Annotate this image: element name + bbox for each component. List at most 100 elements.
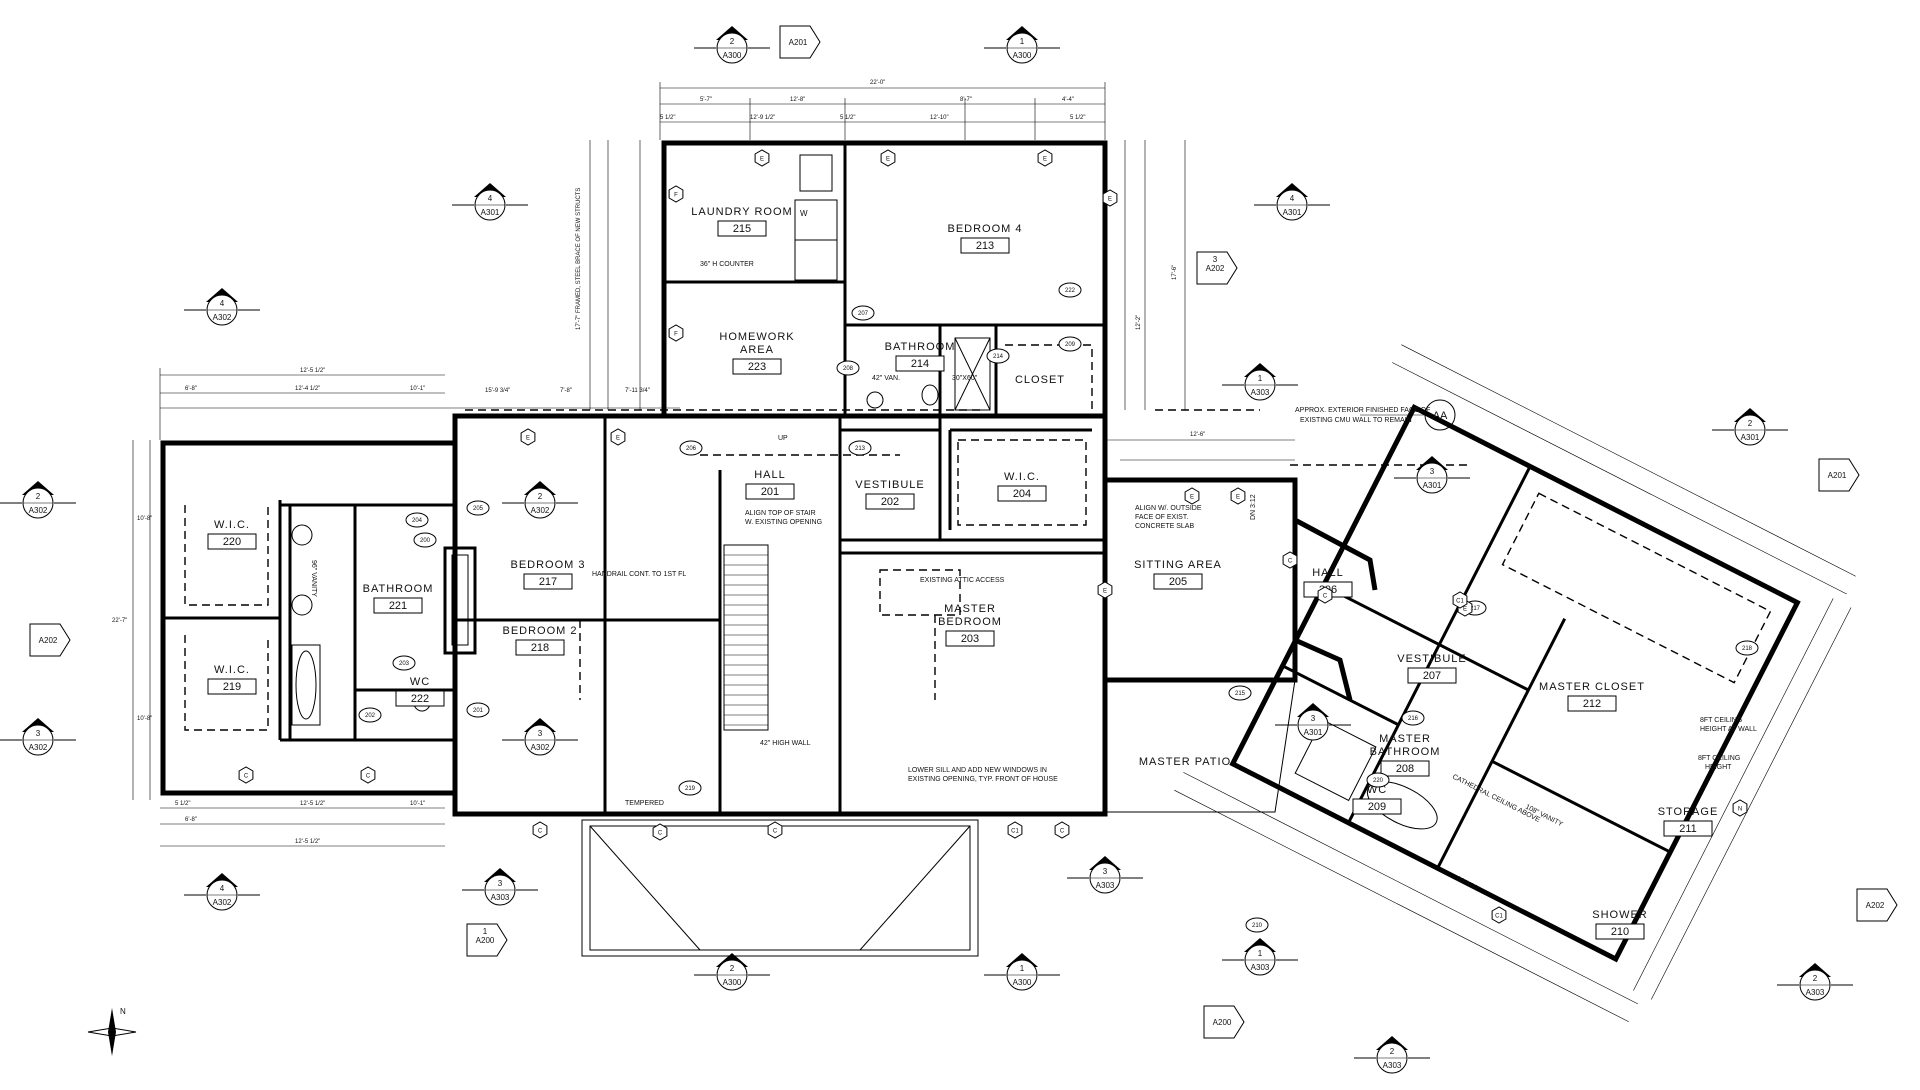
room-number: 211 xyxy=(1679,823,1697,835)
section-tag-sheet: A301 xyxy=(481,208,500,217)
dim-left-overall: 22'-7" xyxy=(112,618,127,624)
svg-text:12'-5 1/2": 12'-5 1/2" xyxy=(300,801,325,807)
elevation-mark-letter: E xyxy=(1236,495,1240,501)
elevation-mark-letter: C xyxy=(1323,594,1328,600)
room-number: 209 xyxy=(1368,801,1386,813)
svg-text:12'-10": 12'-10" xyxy=(930,115,949,121)
elevation-mark-letter: E xyxy=(1103,589,1107,595)
elevation-mark: C1 xyxy=(1452,591,1468,609)
door-tag-number: 216 xyxy=(1408,716,1419,722)
section-tag-number: 2 xyxy=(1748,419,1753,428)
door-tag: 216 xyxy=(1401,710,1425,726)
svg-text:6'-8": 6'-8" xyxy=(185,817,197,823)
section-tag-sheet: A301 xyxy=(1283,208,1302,217)
svg-text:12'-9 1/2": 12'-9 1/2" xyxy=(750,115,775,121)
section-tag-number: 3 xyxy=(36,729,41,738)
section-tag-sheet: A301 xyxy=(1304,728,1323,737)
note-ceiling2: 8FT CEILING xyxy=(1698,755,1740,762)
room-number: 210 xyxy=(1611,926,1629,938)
elevation-mark-letter: F xyxy=(674,193,678,199)
svg-text:8'-7": 8'-7" xyxy=(960,97,972,103)
door-tag: 219 xyxy=(678,780,702,796)
elevation-mark-letter: E xyxy=(1190,495,1194,501)
door-tag-number: 205 xyxy=(473,506,484,512)
section-tag-sheet: A201 xyxy=(789,38,808,47)
door-tag: 214 xyxy=(986,348,1010,364)
room-number: 223 xyxy=(748,361,766,373)
room-name: BEDROOM 3 xyxy=(510,559,585,571)
door-tag: 204 xyxy=(405,512,429,528)
section-tag-number: 1 xyxy=(483,927,488,936)
section-tag-sheet: A300 xyxy=(1013,51,1032,60)
section-tag-number: 3 xyxy=(1430,467,1435,476)
grid-label: AA xyxy=(1433,410,1448,422)
svg-text:12'-8": 12'-8" xyxy=(790,97,805,103)
room-number: 217 xyxy=(539,576,557,588)
room-closet: CLOSET xyxy=(1015,374,1065,386)
room-name: MASTER PATIO xyxy=(1139,756,1231,768)
note-align-out2: FACE OF EXIST. xyxy=(1135,514,1188,521)
elevation-mark: E xyxy=(1184,487,1200,505)
room-name: WC xyxy=(410,676,430,688)
elevation-mark-letter: E xyxy=(1463,607,1467,613)
room-number: 202 xyxy=(881,496,899,508)
elevation-mark-letter: F xyxy=(674,332,678,338)
door-tag-number: 220 xyxy=(1373,778,1384,784)
svg-text:17'-7" FRAMED, STEEL BRACE OF: 17'-7" FRAMED, STEEL BRACE OF NEW STRUCT… xyxy=(576,188,582,330)
door-tag-number: 203 xyxy=(399,661,410,667)
section-tag-sheet: A303 xyxy=(491,893,510,902)
section-tag-number: 2 xyxy=(730,964,735,973)
door-tag: 220 xyxy=(1366,772,1390,788)
section-tag-number: 1 xyxy=(1020,964,1025,973)
room-name: BATHROOM xyxy=(363,583,434,595)
room-name: W.I.C. xyxy=(1004,471,1040,483)
elevation-mark: E xyxy=(1037,149,1053,167)
section-tag-number: 3 xyxy=(538,729,543,738)
svg-text:5 1/2": 5 1/2" xyxy=(1070,115,1085,121)
note-tempered: TEMPERED xyxy=(625,800,664,807)
grid-bubble-aa: AA xyxy=(1360,399,1456,431)
room-number: 204 xyxy=(1013,488,1031,500)
door-tag: 201 xyxy=(466,702,490,718)
door-tag-number: 207 xyxy=(858,311,869,317)
room-name: SITTING AREA xyxy=(1134,559,1222,571)
interior-walls xyxy=(163,143,1105,814)
room-number: 222 xyxy=(411,693,429,705)
room-number: 219 xyxy=(223,681,241,693)
section-tag-number: 2 xyxy=(730,37,735,46)
section-tag-sheet: A202 xyxy=(1206,264,1225,273)
note-up: UP xyxy=(778,435,788,442)
door-tag: 207 xyxy=(851,305,875,321)
room-name: VESTIBULE xyxy=(855,479,925,491)
section-tag-number: 2 xyxy=(1390,1047,1395,1056)
door-tag: 206 xyxy=(679,440,703,456)
section-tag-sheet: A302 xyxy=(29,743,48,752)
room-number: 212 xyxy=(1583,698,1601,710)
section-tag: A201 xyxy=(1818,458,1860,492)
door-tag-number: 201 xyxy=(473,708,484,714)
door-tag-number: 202 xyxy=(365,713,376,719)
elevation-mark-letter: C1 xyxy=(1456,599,1464,605)
svg-text:N: N xyxy=(120,1007,126,1016)
door-tag: 210 xyxy=(1245,917,1269,933)
elevation-mark-letter: E xyxy=(886,157,890,163)
room-name-line2: BEDROOM xyxy=(938,616,1002,628)
svg-text:5'-7": 5'-7" xyxy=(700,97,712,103)
section-tag-number: 3 xyxy=(1103,867,1108,876)
room-name: CLOSET xyxy=(1015,374,1065,386)
